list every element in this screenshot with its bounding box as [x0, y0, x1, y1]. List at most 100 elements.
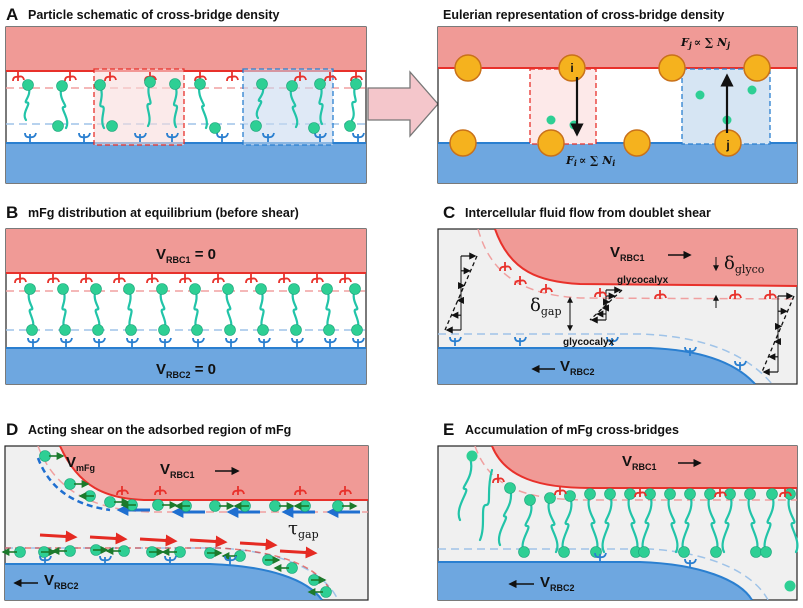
fibrinogen-molecule-icon — [314, 78, 326, 126]
fibrinogen-molecule-icon — [704, 488, 722, 558]
glycocalyx-receptor-icon — [339, 274, 352, 284]
panel-e: E Accumulation of mFg cross-bridges VRBC… — [437, 420, 799, 601]
glycocalyx-receptor-icon — [352, 337, 365, 347]
panel-letter-d: D — [6, 420, 18, 439]
glycocalyx-receptor-icon — [212, 274, 225, 284]
panel-letter-e: E — [443, 420, 454, 439]
glycocalyx-receptor-icon — [291, 337, 304, 347]
eulerian-node-icon — [449, 129, 477, 157]
glycocalyx-receptor-icon — [314, 132, 327, 142]
fibrinogen-molecule-icon — [56, 80, 69, 130]
panel-letter-c: C — [443, 203, 455, 222]
node-j-label: j — [725, 138, 729, 152]
glycocalyx-receptor-icon — [47, 274, 60, 284]
fibrinogen-molecule-icon — [255, 78, 268, 120]
fibrinogen-molecule-icon — [22, 79, 34, 122]
glycocalyx-receptor-icon — [594, 288, 607, 298]
glycocalyx-receptor-icon — [80, 274, 93, 284]
glycocalyx-receptors-c — [449, 262, 777, 370]
fibrinogen-molecule-icon — [584, 488, 602, 558]
glycocalyx-receptor-icon — [714, 488, 727, 498]
force-j-label: Fj∝ ∑ Nj — [680, 36, 730, 50]
fibrinogen-molecule-icon — [189, 283, 203, 336]
glycocalyx-receptor-icon — [14, 274, 27, 284]
v-rbc1-c: VRBC1 — [610, 244, 645, 263]
glycocalyx-receptor-icon — [514, 336, 527, 346]
glycocalyx-receptor-icon — [779, 488, 792, 498]
glycocalyx-receptor-icon — [540, 284, 553, 294]
glycocalyx-receptor-icon — [225, 337, 238, 347]
glycocalyx-receptor-icon — [179, 274, 192, 284]
fibrinogen-molecule-icon — [349, 283, 363, 336]
glycocalyx-receptor-icon — [734, 360, 747, 370]
fibrinogen-molecule-icon — [24, 283, 38, 336]
eulerian-node-icon — [454, 54, 482, 82]
glycocalyx-receptor-icon — [311, 274, 324, 284]
fibrinogen-molecule-icon — [350, 78, 362, 122]
glycocalyx-receptor-icon — [164, 555, 177, 565]
fibrinogen-molecule-icon — [156, 283, 170, 336]
delta-glyco-label: δglyco — [724, 253, 765, 276]
glycocalyx-receptor-icon — [262, 132, 275, 142]
glycocalyx-receptor-icon — [492, 474, 505, 484]
glycocalyx-receptor-icon — [104, 72, 117, 82]
glycocalyx-receptor-icon — [729, 290, 742, 300]
v-rbc1-zero: VRBC1 = 0 — [156, 246, 216, 265]
fibrinogen-molecule-icon — [664, 488, 679, 554]
panel-a-eulerian: Eulerian representation of cross-bridge … — [437, 8, 798, 184]
fibrinogen-molecule-icon — [288, 283, 302, 336]
fibrinogen-molecule-icon — [760, 488, 778, 558]
glycocalyx-receptor-icon — [60, 337, 73, 347]
glycocalyx-receptor-icon — [606, 336, 619, 346]
v-mfg-label: VmFg — [66, 454, 95, 473]
glycocalyx-receptor-icon — [78, 132, 91, 142]
glycocalyx-receptor-icon — [99, 555, 112, 565]
fibrinogen-molecule-icon — [678, 488, 696, 558]
eulerian-node-icon — [743, 54, 771, 82]
glycocalyx-receptor-icon — [113, 274, 126, 284]
glycocalyx-receptor-icon — [134, 132, 147, 142]
glycocalyx-receptor-icon — [258, 337, 271, 347]
fibrinogen-molecule-icon — [721, 488, 736, 554]
glycocalyx-receptor-icon — [166, 132, 179, 142]
fibrinogen-molecule-icon — [90, 283, 104, 336]
glycocalyx-receptor-icon — [352, 132, 365, 142]
fibrinogen-molecule-icon — [478, 468, 494, 542]
glycocalyx-receptor-icon — [245, 274, 258, 284]
glycocalyx-receptor-icon — [594, 552, 607, 562]
glycocalyx-receptor-icon — [554, 486, 567, 496]
fibrinogen-molecule-icon — [601, 488, 616, 554]
fibrinogen-molecule-icon — [194, 78, 208, 130]
fibrinogen-molecule-icon — [169, 78, 181, 129]
rbc1-top-cell — [6, 27, 366, 71]
glycocalyx-receptor-icon — [654, 290, 667, 300]
panel-d-title: Acting shear on the adsorbed region of m… — [28, 423, 291, 437]
glycocalyx-receptor-icon — [324, 337, 337, 347]
shear-arrows-d — [5, 457, 360, 591]
panel-a: A Particle schematic of cross-bridge den… — [5, 5, 367, 184]
eulerian-node-icon — [558, 54, 586, 82]
fibrinogen-molecule-icon — [286, 80, 299, 129]
glycocalyx-receptor-icon — [154, 486, 167, 496]
eulerian-node-icon — [537, 129, 565, 157]
shear-flow-profiles — [444, 252, 795, 376]
fibrinogen-molecule-icon — [518, 494, 536, 558]
glycocalyx-receptor-icon — [232, 486, 245, 496]
fibrinogen-molecule-icon — [497, 482, 516, 547]
glycocalyx-receptor-icon — [514, 276, 527, 286]
fibrinogen-molecule-icon — [321, 283, 335, 336]
lagrangian-box-red — [93, 68, 185, 146]
glycocalyx-receptor-icon — [449, 336, 462, 346]
glycocalyx-receptor-icon — [192, 337, 205, 347]
fibrinogen-molecule-icon — [255, 283, 269, 336]
block-arrow-icon — [367, 70, 439, 138]
glycocalyx-receptor-icon — [634, 488, 647, 498]
glycocalyx-receptor-icon — [216, 132, 229, 142]
fibrinogen-molecules-a — [12, 72, 365, 142]
fibrinogen-molecule-icon — [638, 488, 656, 558]
panel-d: D Acting shear on the adsorbed region of… — [1, 420, 369, 601]
eulerian-nodes — [449, 54, 771, 157]
glycocalyx-bottom-label: glycocalyx — [563, 337, 615, 348]
panel-a-title: Particle schematic of cross-bridge densi… — [28, 8, 280, 22]
